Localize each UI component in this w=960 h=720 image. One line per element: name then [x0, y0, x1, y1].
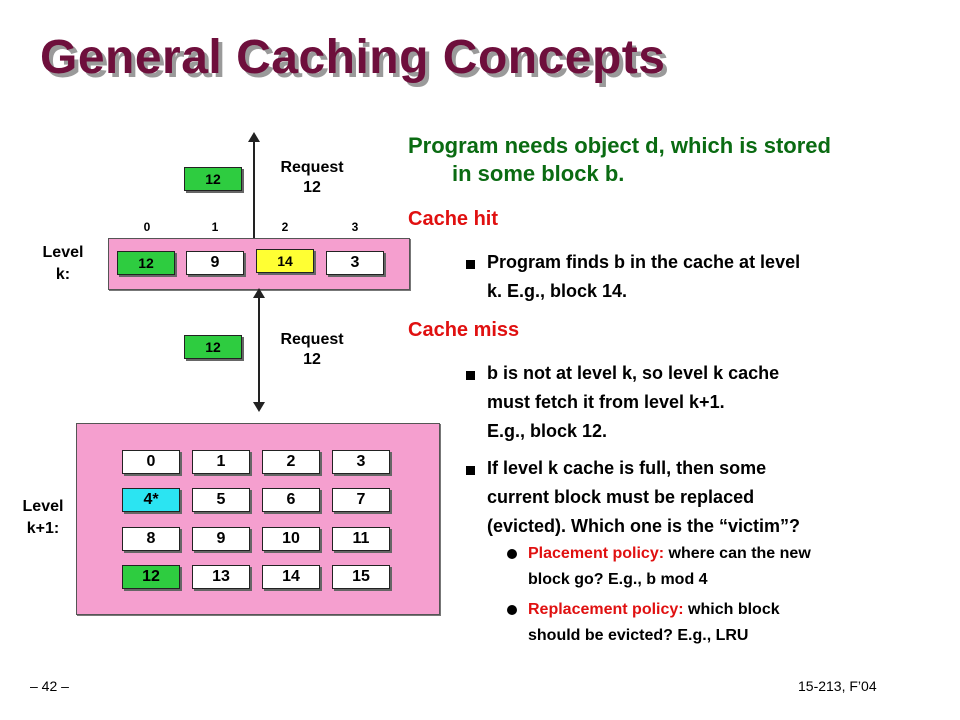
level-k-block-0: 12: [117, 251, 175, 275]
level-k1-block: 13: [192, 565, 250, 589]
level-k-block-2: 14: [256, 249, 314, 273]
request-top-label: Request 12: [280, 159, 344, 196]
level-k1-block: 10: [262, 527, 320, 551]
cache-hit-heading: Cache hit: [408, 208, 499, 230]
level-k-block-1: 9: [186, 251, 244, 275]
placement-policy: Placement policy: where can the new bloc…: [528, 545, 811, 588]
course-label: 15-213, F’04: [798, 678, 877, 694]
cache-miss-bullet-2: If level k cache is full, then some curr…: [487, 458, 801, 536]
level-k1-block: 0: [122, 450, 180, 474]
cache-index-2: 2: [281, 220, 289, 234]
cache-index-1: 1: [211, 220, 219, 234]
request-mid-arrow: [258, 297, 260, 407]
bullet-dot-icon: [507, 605, 517, 615]
level-k1-block: 3: [332, 450, 390, 474]
cache-index-0: 0: [143, 220, 151, 234]
level-k1-block: 12: [122, 565, 180, 589]
level-k1-block: 9: [192, 527, 250, 551]
level-k1-block: 8: [122, 527, 180, 551]
request-top-block: 12: [184, 167, 242, 191]
replacement-policy: Replacement policy: which block should b…: [528, 601, 780, 644]
level-k1-block: 6: [262, 488, 320, 512]
level-k1-block: 15: [332, 565, 390, 589]
arrowhead-down-icon: [253, 402, 265, 412]
request-mid-label: Request 12: [280, 331, 344, 368]
level-k1-block: 2: [262, 450, 320, 474]
level-k1-block: 4*: [122, 488, 180, 512]
level-k1-block: 1: [192, 450, 250, 474]
cache-miss-heading: Cache miss: [408, 319, 520, 341]
bullet-square-icon: [466, 371, 475, 380]
intro-text: Program needs object d, which is stored …: [408, 133, 831, 186]
cache-miss-bullet-1: b is not at level k, so level k cache mu…: [487, 363, 780, 441]
level-k1-block: 11: [332, 527, 390, 551]
level-k1-block: 7: [332, 488, 390, 512]
level-k1-label: Level k+1:: [22, 498, 64, 537]
bullet-square-icon: [466, 260, 475, 269]
request-top-arrow: [253, 140, 255, 252]
cache-index-3: 3: [351, 220, 359, 234]
bullet-square-icon: [466, 466, 475, 475]
cache-hit-bullet: Program finds b in the cache at level k.…: [487, 252, 801, 301]
level-k1-block: 5: [192, 488, 250, 512]
level-k-block-3: 3: [326, 251, 384, 275]
page-title: General Caching Concepts: [40, 31, 666, 84]
level-k1-block: 14: [262, 565, 320, 589]
arrowhead-up-icon: [248, 132, 260, 142]
page-number: – 42 –: [30, 678, 69, 694]
request-mid-block: 12: [184, 335, 242, 359]
arrowhead-up-icon: [253, 288, 265, 298]
bullet-dot-icon: [507, 549, 517, 559]
level-k-label: Level k:: [42, 244, 84, 283]
